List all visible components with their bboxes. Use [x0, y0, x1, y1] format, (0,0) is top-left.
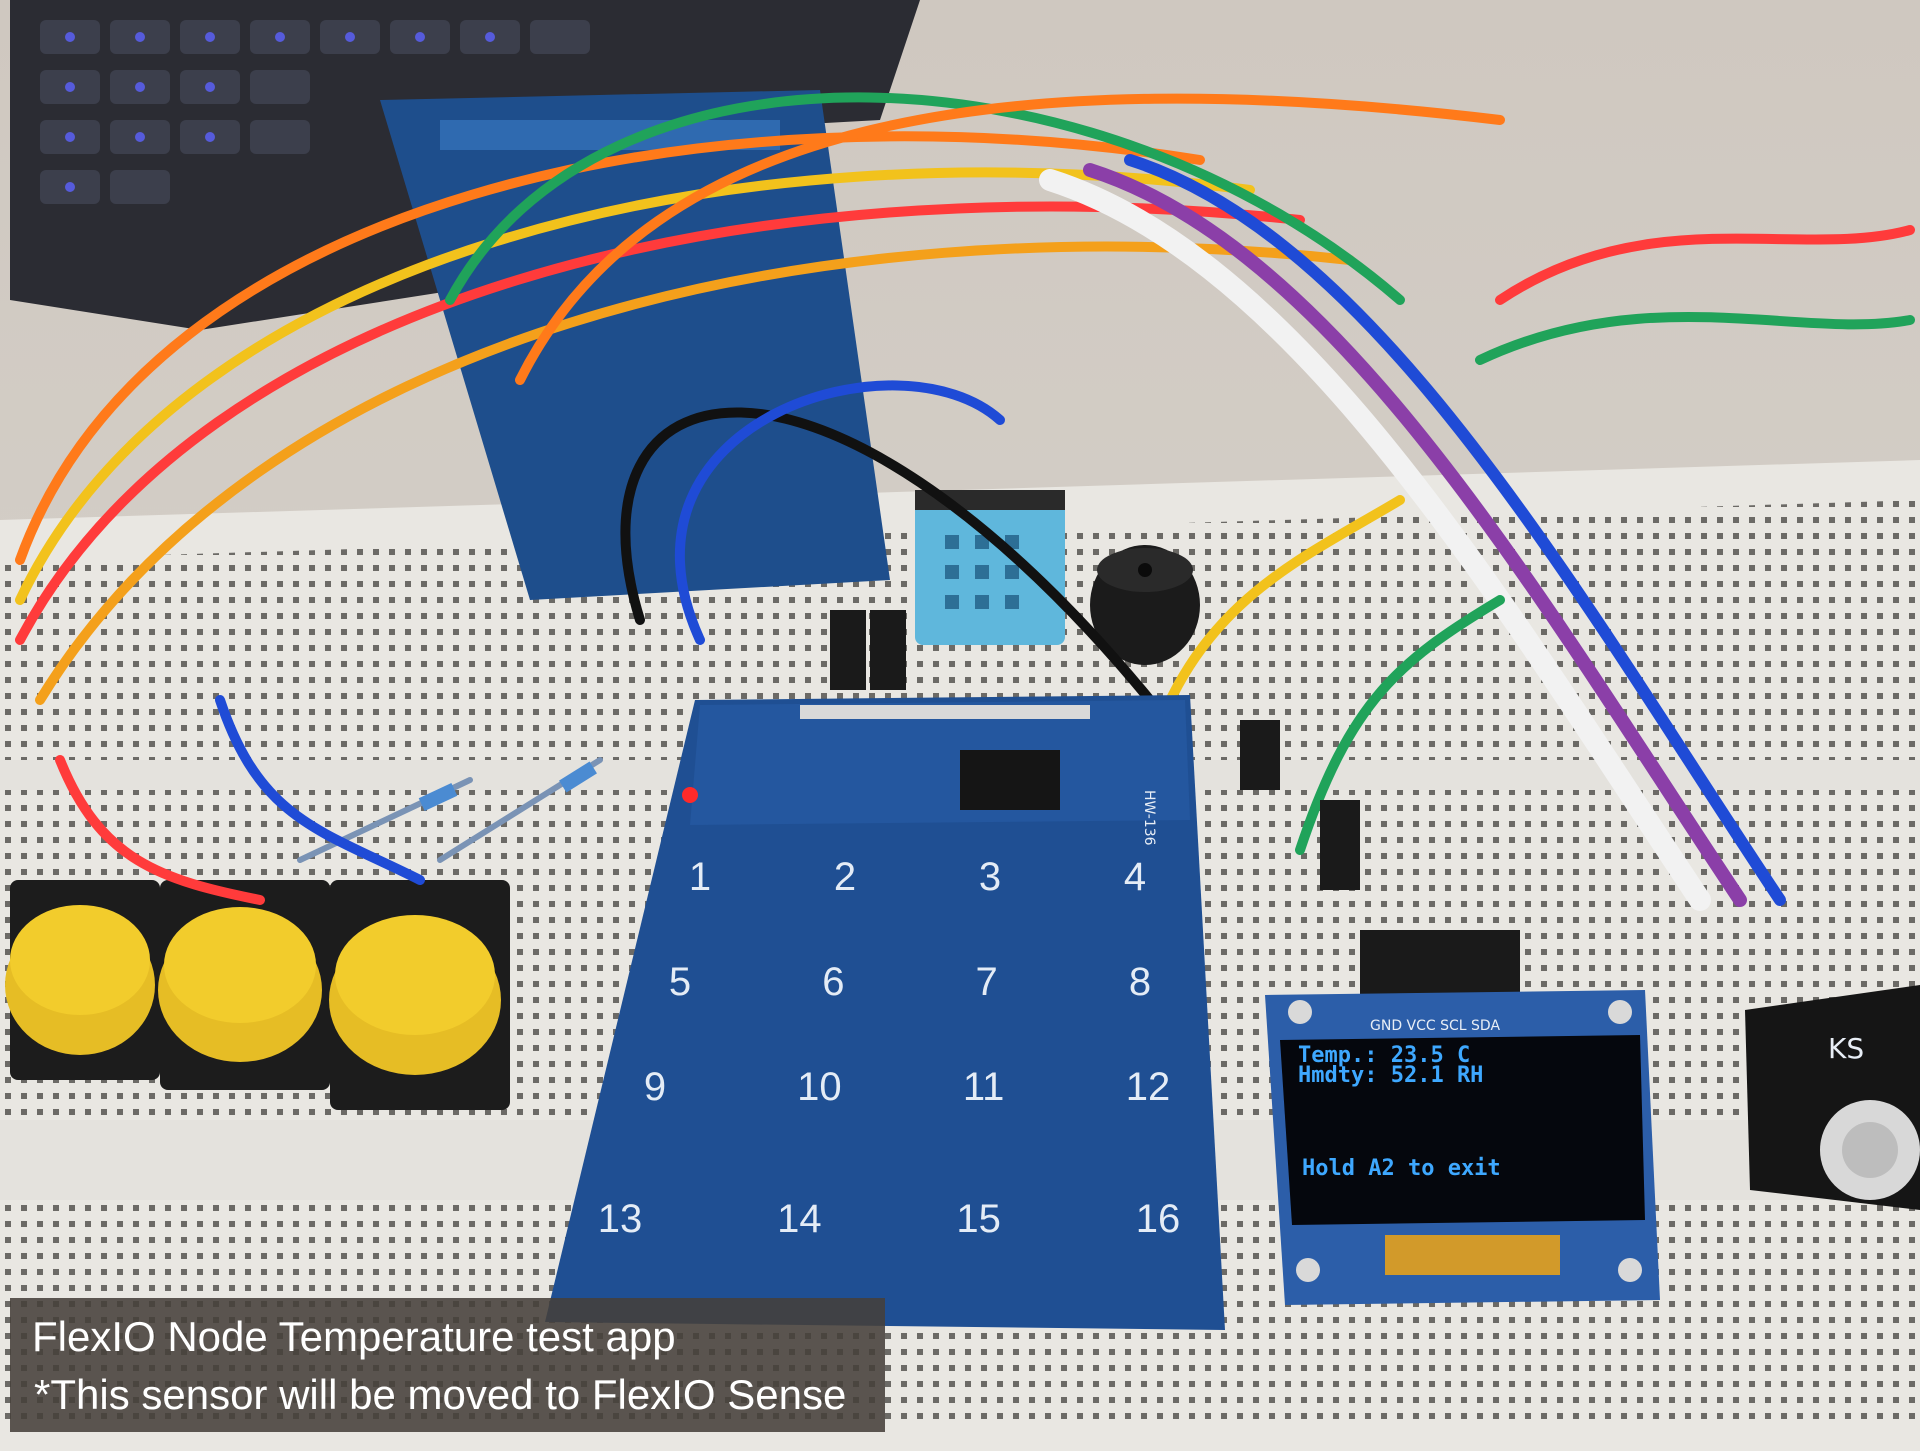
- oled-exit-hint-line: Hold A2 to exit: [1302, 1156, 1501, 1181]
- keypad-board-label: HW-136: [1141, 790, 1157, 846]
- keypad-key-1: 1: [689, 855, 711, 899]
- oled-humidity-line: Hmdty: 52.1 RH: [1298, 1063, 1483, 1088]
- push-button-right: [329, 880, 510, 1110]
- oled-temperature-line: Temp.: 23.5 C: [1298, 1043, 1470, 1068]
- keypad-key-9: 9: [644, 1065, 666, 1109]
- keypad-key-4: 4: [1124, 855, 1146, 899]
- keypad-key-5: 5: [669, 960, 691, 1004]
- caption-note: *This sensor will be moved to FlexIO Sen…: [34, 1371, 847, 1418]
- keypad-key-15: 15: [956, 1197, 1001, 1241]
- caption-title: FlexIO Node Temperature test app: [32, 1313, 676, 1360]
- oled-display-module: GND VCC SCL SDA Temp.: 23.5 C Hmdty: 52.…: [1265, 990, 1660, 1305]
- photo-caption: FlexIO Node Temperature test app *This s…: [10, 1298, 885, 1432]
- keypad-key-2: 2: [834, 855, 856, 899]
- keypad-key-16: 16: [1136, 1197, 1181, 1241]
- buzzer: [1090, 545, 1200, 665]
- push-button-left: [5, 880, 160, 1080]
- keypad-key-6: 6: [822, 960, 844, 1004]
- keypad-key-14: 14: [777, 1197, 822, 1241]
- keypad-key-10: 10: [797, 1065, 842, 1109]
- jumper-wires: [15, 92, 1915, 911]
- keypad-key-12: 12: [1126, 1065, 1171, 1109]
- keypad-key-8: 8: [1129, 960, 1151, 1004]
- keypad-key-13: 13: [598, 1197, 643, 1241]
- keypad-key-3: 3: [979, 855, 1001, 899]
- dht11-sensor: [915, 490, 1065, 645]
- keypad-key-7: 7: [976, 960, 998, 1004]
- oled-pins-label: GND VCC SCL SDA: [1370, 1018, 1500, 1034]
- push-button-middle: [158, 880, 330, 1090]
- rotary-module-label: KS: [1828, 1032, 1864, 1065]
- keypad-key-11: 11: [963, 1065, 1005, 1109]
- resistors: [297, 757, 603, 863]
- rotary-encoder-module: KS: [1745, 985, 1920, 1210]
- dupont-connectors: [830, 610, 1520, 1000]
